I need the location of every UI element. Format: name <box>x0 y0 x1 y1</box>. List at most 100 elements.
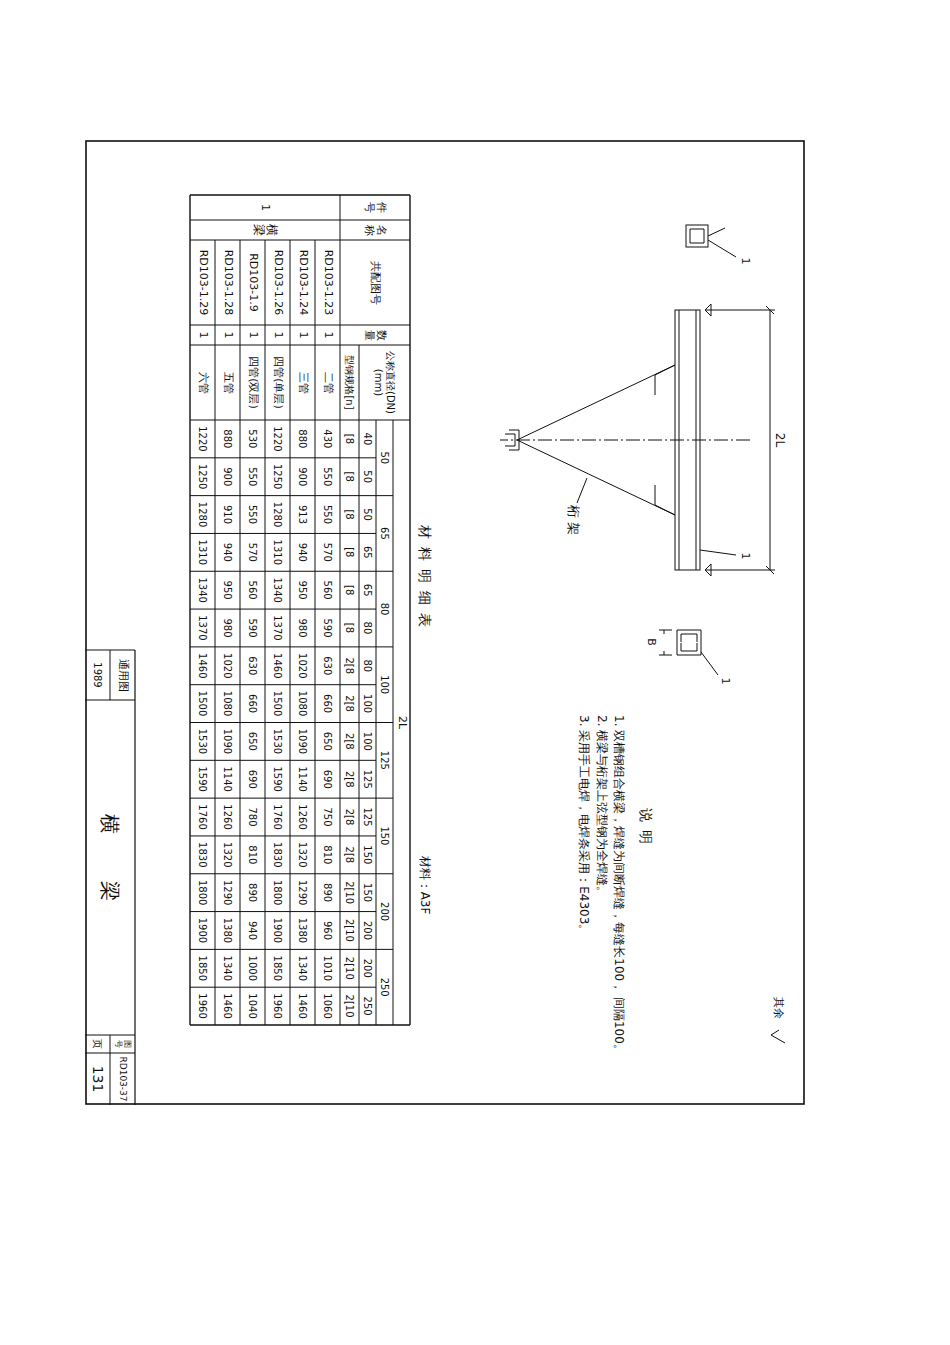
table-text: 1280 <box>197 502 209 527</box>
table-text: 980 <box>222 618 234 637</box>
grid-line <box>190 495 393 496</box>
table-cell: 四管(单层) <box>265 345 290 420</box>
table-text: 1090 <box>297 729 309 754</box>
table-text: 570 <box>322 543 334 562</box>
grid-line <box>134 650 135 1105</box>
material-note: 材料：A3F <box>416 856 433 915</box>
table-text: 980 <box>297 618 309 637</box>
callout-number: 1 <box>739 258 752 265</box>
table-cell: 980 <box>290 609 315 647</box>
table-text: 1080 <box>297 691 309 716</box>
table-cell: 630 <box>315 647 340 685</box>
table-cell: 131 <box>85 1053 110 1105</box>
table-text: 660 <box>247 694 259 713</box>
table-cell: 1250 <box>265 458 290 496</box>
grid-line <box>190 194 410 195</box>
table-text: 1280 <box>272 502 284 527</box>
table-cell: 100 <box>376 647 393 723</box>
table-cell: 数量 <box>340 325 410 345</box>
table-cell: RD103-1.9 <box>240 240 265 325</box>
table-text: 430 <box>322 429 334 448</box>
note-text: 3. 采用手工电焊，电焊条采用：E4303。 <box>575 715 592 1060</box>
table-cell: 1989 <box>85 650 110 700</box>
table-text: 1260 <box>222 804 234 829</box>
table-text: 125 <box>362 770 374 789</box>
table-cell: 1590 <box>265 760 290 798</box>
table-text: 940 <box>247 921 259 940</box>
table-cell: 六管 <box>190 345 215 420</box>
table-cell: 1340 <box>215 949 240 987</box>
table-text: 550 <box>322 467 334 486</box>
table-text: 1320 <box>222 842 234 867</box>
table-cell: RD103-1.24 <box>290 240 315 325</box>
table-cell: [8 <box>340 496 359 534</box>
table-cell: 80 <box>359 609 376 647</box>
table-text: 530 <box>247 429 259 448</box>
table-cell: 125 <box>359 760 376 798</box>
table-cell: 660 <box>315 685 340 723</box>
table-cell: 1320 <box>215 836 240 874</box>
table-cell: 913 <box>290 496 315 534</box>
table-text: 630 <box>322 656 334 675</box>
table-text: 65 <box>362 546 374 559</box>
table-cell: 1220 <box>190 420 215 458</box>
table-cell: 1590 <box>190 760 215 798</box>
table-text: 1340 <box>197 577 209 602</box>
table-text: 1989 <box>92 662 104 687</box>
table-cell: 940 <box>240 912 265 950</box>
table-cell: 980 <box>215 609 240 647</box>
table-text: RD103-37 <box>117 1056 127 1101</box>
table-cell: 1020 <box>290 647 315 685</box>
table-cell: 1290 <box>215 874 240 912</box>
table-text: 550 <box>322 505 334 524</box>
grid-line <box>409 195 410 1025</box>
table-text: 50 <box>379 451 391 464</box>
table-cell: 1 <box>215 325 240 345</box>
table-cell: 650 <box>240 723 265 761</box>
table-text: [8 <box>344 585 356 595</box>
table-cell: 名称 <box>340 220 410 240</box>
table-text: 2[10 <box>344 881 356 904</box>
table-text: 1830 <box>272 842 284 867</box>
grid-line <box>190 722 393 723</box>
table-text: RD103-1.23 <box>321 250 334 316</box>
table-cell: 1000 <box>240 949 265 987</box>
table-cell: 2[8 <box>340 685 359 723</box>
table-cell: 1340 <box>290 949 315 987</box>
table-text: 1040 <box>247 993 259 1018</box>
table-text: 650 <box>322 732 334 751</box>
table-text: 横 梁 <box>252 224 278 236</box>
table-cell: 250 <box>359 987 376 1025</box>
table-cell: 750 <box>315 798 340 836</box>
table-text: 1310 <box>197 540 209 565</box>
table-cell: 1530 <box>265 723 290 761</box>
table-cell: 650 <box>315 723 340 761</box>
table-cell: 1830 <box>265 836 290 874</box>
table-cell: [8 <box>340 458 359 496</box>
table-cell: 公称直径(DN)(mm) <box>359 345 410 420</box>
table-text: 900 <box>297 467 309 486</box>
table-cell: 2[10 <box>340 912 359 950</box>
table-cell: 横 梁 <box>190 220 340 240</box>
table-cell: 1960 <box>190 987 215 1025</box>
table-text: 1320 <box>297 842 309 867</box>
table-cell: 件号 <box>340 195 410 220</box>
grid-line <box>190 798 393 799</box>
table-cell: 横 梁 <box>85 700 135 1035</box>
table-text: 1250 <box>272 464 284 489</box>
table-text: 1590 <box>197 766 209 791</box>
table-text: [8 <box>344 623 356 633</box>
table-text: 1460 <box>222 993 234 1018</box>
table-text: 1500 <box>272 691 284 716</box>
table-cell: [8 <box>340 609 359 647</box>
table-cell: RD103-1.26 <box>265 240 290 325</box>
table-cell: 2[8 <box>340 723 359 761</box>
table-cell: 页 <box>85 1035 110 1053</box>
table-cell: 1310 <box>265 533 290 571</box>
grid-line <box>190 533 376 534</box>
grid-line <box>215 240 216 1025</box>
table-cell: [8 <box>340 533 359 571</box>
table-text: 125 <box>379 751 391 770</box>
table-cell: 二管 <box>315 345 340 420</box>
table-text: 590 <box>247 618 259 637</box>
